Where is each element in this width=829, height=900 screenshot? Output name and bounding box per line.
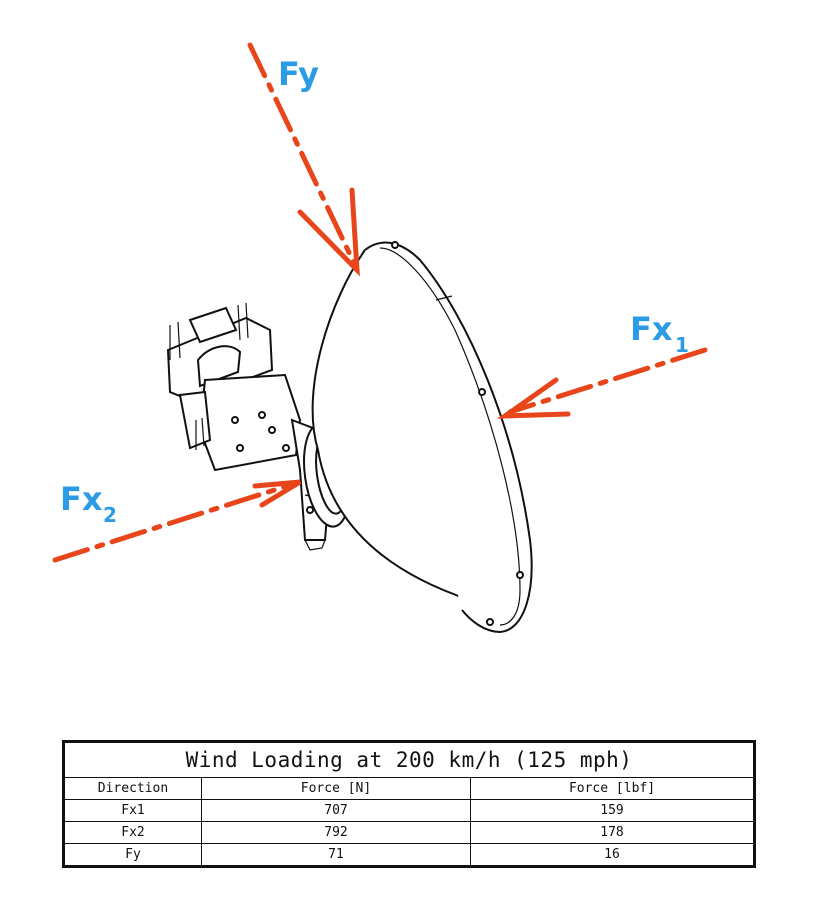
- cell-force-n: 792: [201, 821, 471, 844]
- header-force-lbf: Force [lbf]: [470, 777, 755, 800]
- header-force-n: Force [N]: [201, 777, 471, 800]
- table-row: Fy 71 16: [63, 843, 755, 867]
- table-title: Wind Loading at 200 km/h (125 mph): [62, 740, 756, 778]
- table-header-row: Direction Force [N] Force [lbf]: [63, 777, 755, 800]
- label-fy: Fy: [278, 55, 319, 93]
- arrow-fy: [247, 42, 360, 277]
- cell-direction: Fy: [63, 843, 202, 867]
- label-fx1-sub: 1: [675, 333, 689, 357]
- label-fx2: Fx 2: [60, 480, 117, 527]
- table-row: Fx1 707 159: [63, 799, 755, 822]
- dish-shell: [311, 241, 533, 634]
- cell-force-n: 71: [201, 843, 471, 867]
- arrow-fx1: [496, 347, 708, 419]
- header-direction: Direction: [63, 777, 202, 800]
- cell-force-n: 707: [201, 799, 471, 822]
- wind-loading-table-container: Wind Loading at 200 km/h (125 mph) Direc…: [62, 740, 756, 868]
- label-fx1-main: Fx: [630, 310, 673, 348]
- table-row: Fx2 792 178: [63, 821, 755, 844]
- cell-force-lbf: 178: [470, 821, 755, 844]
- label-fx2-main: Fx: [60, 480, 103, 518]
- cell-direction: Fx2: [63, 821, 202, 844]
- wind-loading-table: Wind Loading at 200 km/h (125 mph) Direc…: [62, 740, 756, 868]
- cell-direction: Fx1: [63, 799, 202, 822]
- arrow-fx2: [52, 479, 302, 563]
- antenna-wind-load-diagram: Fy Fx 1 Fx 2: [52, 42, 708, 634]
- label-fx2-sub: 2: [103, 503, 117, 527]
- mounting-bracket: [166, 302, 332, 551]
- label-fx1: Fx 1: [630, 310, 689, 357]
- cell-force-lbf: 16: [470, 843, 755, 867]
- cell-force-lbf: 159: [470, 799, 755, 822]
